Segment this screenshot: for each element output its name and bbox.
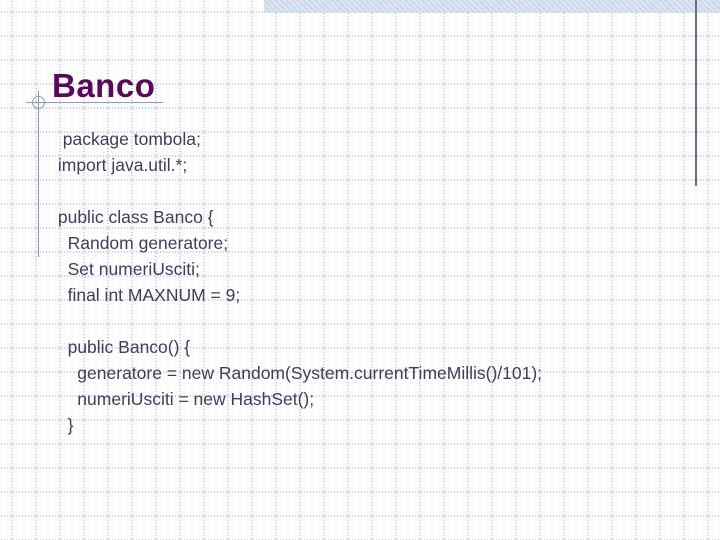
compass-ornament-icon — [32, 96, 45, 109]
right-accent-line — [695, 0, 697, 186]
title-underline — [26, 102, 163, 103]
top-accent-band — [264, 0, 720, 13]
left-margin-line — [38, 91, 39, 257]
slide-title: Banco — [52, 67, 156, 105]
code-block: package tombola; import java.util.*; pub… — [57, 129, 543, 435]
